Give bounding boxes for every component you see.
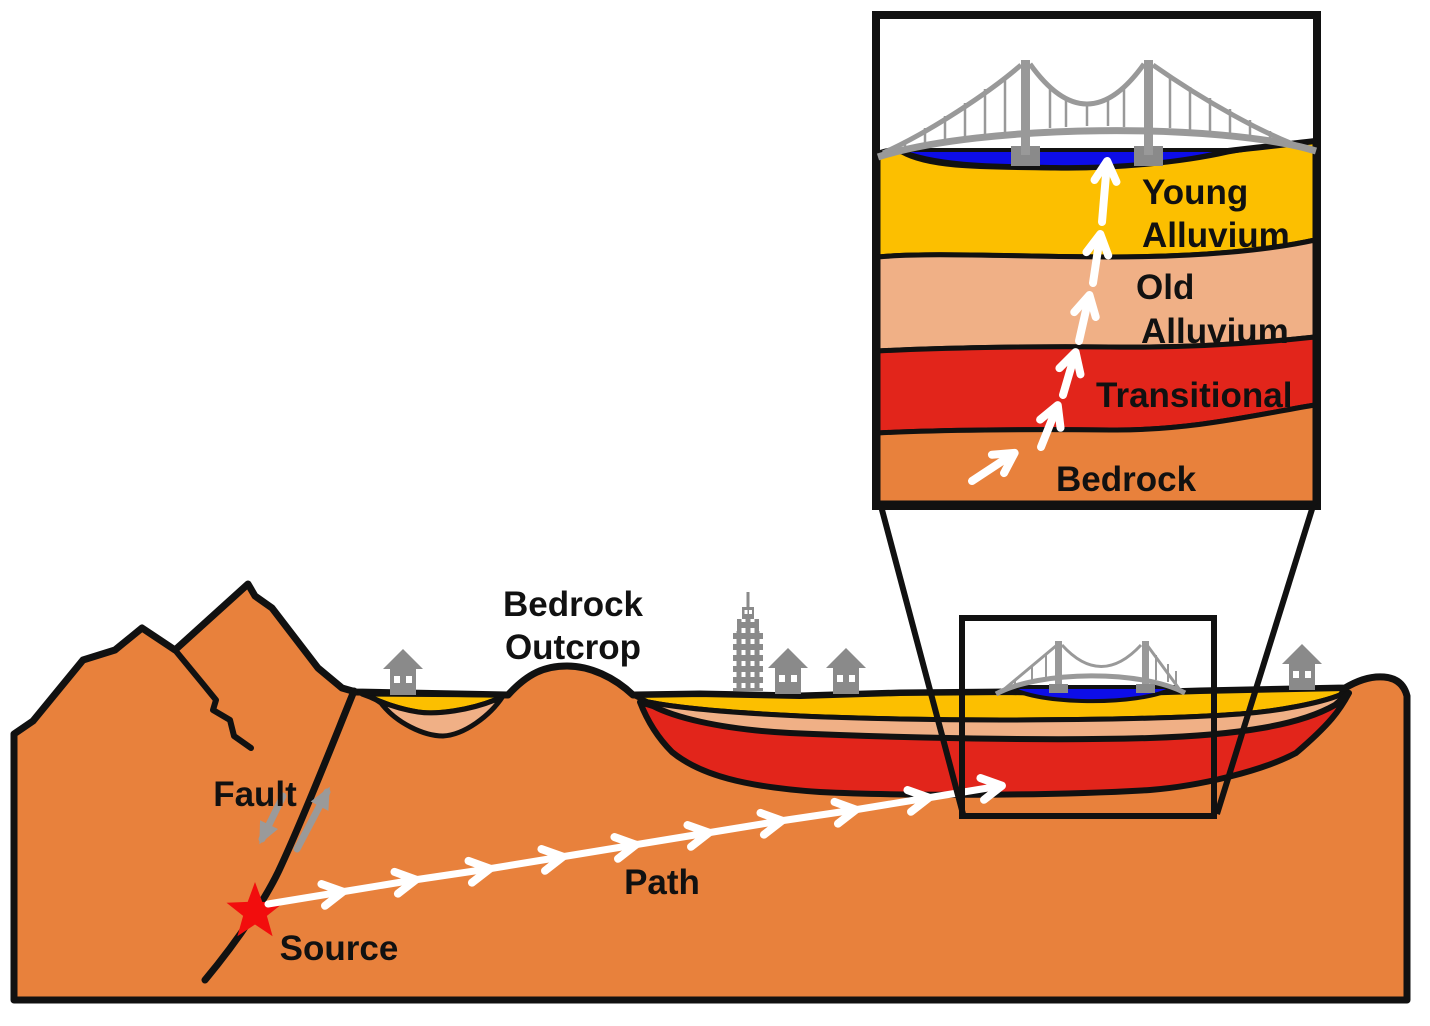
inset-bedrock-label: Bedrock — [1056, 460, 1197, 499]
ground-surface-line — [339, 662, 1387, 700]
house-icon — [768, 648, 808, 694]
fault-slip-arrow-down-icon — [258, 792, 287, 845]
path-label: Path — [624, 863, 700, 902]
zoom-connector-right — [1214, 505, 1316, 815]
bedrock-outcrop-label-line2: Outcrop — [505, 628, 641, 667]
site-amplification-arrows — [968, 157, 1121, 485]
fault-label: Fault — [213, 775, 297, 814]
inset-old-alluvium-label-line1: Old — [1136, 268, 1194, 307]
seismic-wave-arrow-icon — [264, 774, 1006, 910]
mountain-ridge-line — [172, 647, 254, 751]
zoom-connector-left — [878, 505, 966, 815]
inset-old-alluvium-label-line2: Alluvium — [1141, 312, 1289, 351]
inset-young-alluvium-label-line1: Young — [1142, 173, 1248, 212]
bedrock-outcrop-label-line1: Bedrock — [503, 585, 644, 624]
source-star-icon — [226, 882, 284, 937]
fault-line — [201, 687, 358, 984]
inset-suspension-bridge-icon — [876, 60, 1318, 166]
zoom-extent-box — [959, 615, 1217, 819]
inset-bedrock-layer — [875, 402, 1318, 506]
house-icon — [383, 649, 423, 695]
house-icon — [826, 648, 866, 694]
house-icon — [1282, 644, 1322, 690]
suspension-bridge-icon — [994, 641, 1187, 697]
source-label: Source — [280, 929, 399, 968]
inset-young-alluvium-label-line2: Alluvium — [1142, 216, 1290, 255]
inset-transitional-label: Transitional — [1096, 376, 1292, 415]
skyscraper-icon — [733, 592, 763, 691]
inset-panel: Young Alluvium Old Alluvium Transitional… — [872, 11, 1321, 510]
